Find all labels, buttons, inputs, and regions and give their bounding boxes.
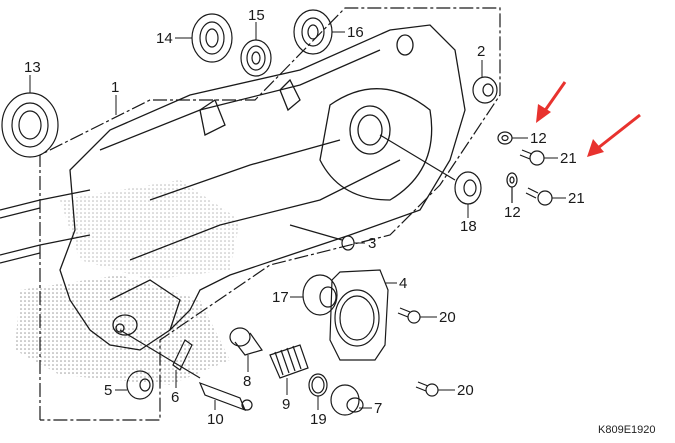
callout-12b: 12 [504,204,521,221]
callout-9: 9 [282,396,291,413]
roller-5 [126,370,154,400]
diagram-code: K809E1920 [598,424,656,436]
callout-16: 16 [347,24,364,41]
clip-6 [119,329,201,379]
bearing-13 [1,92,59,158]
bearing-16 [293,9,333,55]
callout-21a: 21 [560,150,577,167]
callout-10: 10 [207,411,224,428]
callout-1: 1 [111,79,120,96]
shaft-10 [198,381,253,412]
callout-17: 17 [272,289,289,306]
bolt-20b [415,381,439,397]
callout-20a: 20 [439,309,456,326]
cover-4 [329,269,389,361]
leader-lines [29,22,566,410]
washer-19 [308,373,328,397]
callout-20b: 20 [457,382,474,399]
callout-15: 15 [248,7,265,24]
crankcase [59,24,466,351]
bolt-21a [519,149,545,166]
bolt-20a [397,307,421,324]
callout-18: 18 [460,218,477,235]
assembly-frame [39,7,501,421]
callout-6: 6 [171,389,180,406]
callout-7: 7 [374,400,383,417]
callout-14: 14 [156,30,173,47]
washer-12a [497,131,513,145]
callout-12a: 12 [530,130,547,147]
callout-2: 2 [477,43,486,60]
strainer-8 [229,327,263,356]
callout-19: 19 [310,411,327,428]
plug-7 [330,384,364,416]
bolt-21b [525,187,553,206]
callout-21b: 21 [568,190,585,207]
shading [15,180,240,385]
studs [0,189,91,264]
callout-13: 13 [24,59,41,76]
callout-8: 8 [243,373,252,390]
bearing-15 [240,39,272,77]
spring-9 [269,344,309,379]
red-arrow-upper [536,81,567,123]
bearing-14 [191,13,233,63]
callout-3: 3 [368,235,377,252]
bushing-2 [472,76,498,104]
seal-17 [302,274,338,316]
callout-5: 5 [104,382,113,399]
washer-12b [506,172,518,203]
callout-4: 4 [399,275,408,292]
red-arrow-lower [587,113,641,157]
